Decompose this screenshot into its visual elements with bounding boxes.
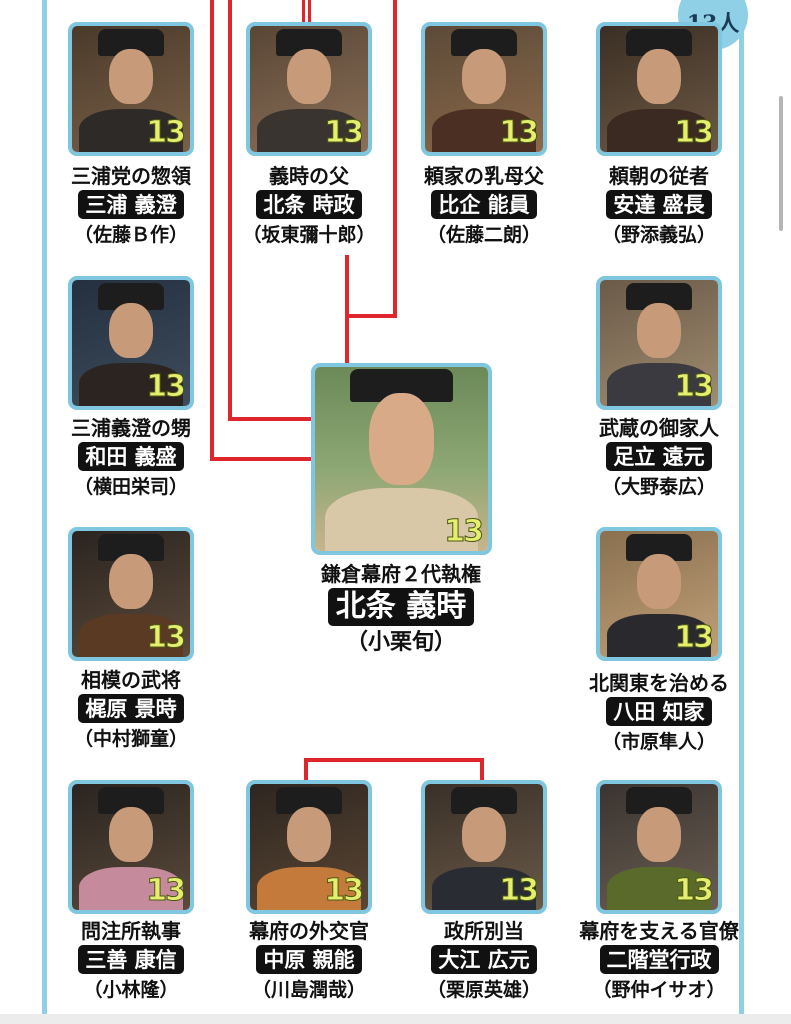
name-plate: 三浦 義澄 [78,190,184,219]
connector-line [228,417,316,421]
episode-number: 13 [674,620,715,656]
character-label-hojo-tokimasa: 義時の父北条 時政 （坂東彌十郎） [214,164,404,248]
connector-line [304,758,308,782]
name-plate: 北条 時政 [256,190,362,219]
portrait-photo-kajiwara-kagetoki: 13 [68,527,194,661]
character-label-hatta-tomoie: 北関東を治める八田 知家 （市原隼人） [564,671,754,755]
portrait-photo-center: 13 [311,363,492,555]
actor-name: （川島潤哉） [251,979,366,1001]
portrait-photo-wada-yoshimori: 13 [68,276,194,410]
connector-line [304,758,484,762]
role-text: 三浦党の惣領 [71,164,191,188]
character-label-miura-yoshizumi: 三浦党の惣領三浦 義澄 （佐藤Ｂ作） [36,164,226,248]
portrait-photo-oe-hiromoto: 13 [421,780,547,914]
name-plate: 足立 遠元 [606,442,712,471]
connector-line [302,0,305,22]
episode-number: 13 [674,369,715,405]
character-label-nikaido-yukimasa: 幕府を支える官僚二階堂行政 （野仲イサオ） [564,919,754,1003]
character-label-kajiwara-kagetoki: 相模の武将梶原 景時 （中村獅童） [36,668,226,752]
episode-number: 13 [674,115,715,151]
character-label-nakahara-chikayoshi: 幕府の外交官中原 親能 （川島潤哉） [214,919,404,1003]
role-text: 幕府を支える官僚 [579,919,739,943]
connector-line [345,314,397,318]
episode-number: 13 [324,873,365,909]
role-text: 頼朝の従者 [609,164,709,188]
scrollbar-thumb[interactable] [779,96,783,231]
role-text: 鎌倉幕府２代執権 [321,562,481,586]
role-text: 政所別当 [444,919,524,943]
name-plate: 安達 盛長 [606,190,712,219]
name-plate: 比企 能員 [431,190,537,219]
portrait-photo-adachi-tomotomo: 13 [596,276,722,410]
role-text: 三浦義澄の甥 [71,416,191,440]
episode-number: 13 [324,115,365,151]
connector-line [210,0,214,461]
character-label-miyoshi-yasunobu: 問注所執事三善 康信 （小林隆） [36,919,226,1003]
character-label-adachi-tomotomo: 武蔵の御家人足立 遠元 （大野泰広） [564,416,754,500]
name-plate: 大江 広元 [431,945,537,974]
actor-name: （小林隆） [83,979,179,1001]
actor-name: （坂東彌十郎） [242,224,376,246]
episode-number: 13 [146,620,187,656]
bottom-bar [0,1014,791,1024]
connector-line [210,457,316,461]
episode-number: 13 [444,514,485,550]
portrait-photo-adachi-morinaga: 13 [596,22,722,156]
episode-number: 13 [499,873,540,909]
connector-line [228,0,232,421]
role-text: 相模の武将 [81,668,181,692]
portrait-photo-hatta-tomoie: 13 [596,527,722,661]
connector-line [393,0,397,318]
character-label-oe-hiromoto: 政所別当大江 広元 （栗原英雄） [389,919,579,1003]
connector-line [480,758,484,782]
portrait-photo-hojo-tokimasa: 13 [246,22,372,156]
actor-name: （野仲イサオ） [592,979,726,1001]
role-text: 問注所執事 [81,919,181,943]
actor-name: （大野泰広） [601,476,716,498]
actor-name: （横田栄司） [73,476,188,498]
portrait-photo-nikaido-yukimasa: 13 [596,780,722,914]
role-text: 北関東を治める [589,671,729,695]
center-label: 鎌倉幕府２代執権 北条 義時 （小栗旬） [276,562,526,655]
episode-number: 13 [146,873,187,909]
name-plate: 和田 義盛 [78,442,184,471]
character-label-adachi-morinaga: 頼朝の従者安達 盛長 （野添義弘） [564,164,754,248]
actor-name: （栗原英雄） [426,979,541,1001]
actor-name: （野添義弘） [601,224,716,246]
connector-line [345,255,349,367]
name-plate: 中原 親能 [256,945,362,974]
episode-number: 13 [146,115,187,151]
episode-number: 13 [674,873,715,909]
role-text: 頼家の乳母父 [424,164,544,188]
actor-name: （佐藤Ｂ作） [73,224,188,246]
connector-line [308,0,311,22]
portrait-photo-nakahara-chikayoshi: 13 [246,780,372,914]
name-plate: 三善 康信 [78,945,184,974]
actor-name: （市原隼人） [601,731,716,753]
portrait-photo-hiki-yoshikazu: 13 [421,22,547,156]
name-plate: 梶原 景時 [78,694,184,723]
episode-number: 13 [146,369,187,405]
name-plate: 北条 義時 [327,588,475,626]
name-plate: 二階堂行政 [599,945,719,974]
portrait-photo-miura-yoshizumi: 13 [68,22,194,156]
episode-number: 13 [499,115,540,151]
name-plate: 八田 知家 [606,697,712,726]
portrait-photo-miyoshi-yasunobu: 13 [68,780,194,914]
role-text: 武蔵の御家人 [599,416,719,440]
actor-name: （小栗旬） [345,629,456,655]
role-text: 義時の父 [269,164,349,188]
character-label-hiki-yoshikazu: 頼家の乳母父比企 能員 （佐藤二朗） [389,164,579,248]
actor-name: （佐藤二朗） [426,224,541,246]
role-text: 幕府の外交官 [249,919,369,943]
chart-frame [42,0,744,1020]
actor-name: （中村獅童） [73,728,188,750]
character-label-wada-yoshimori: 三浦義澄の甥和田 義盛 （横田栄司） [36,416,226,500]
